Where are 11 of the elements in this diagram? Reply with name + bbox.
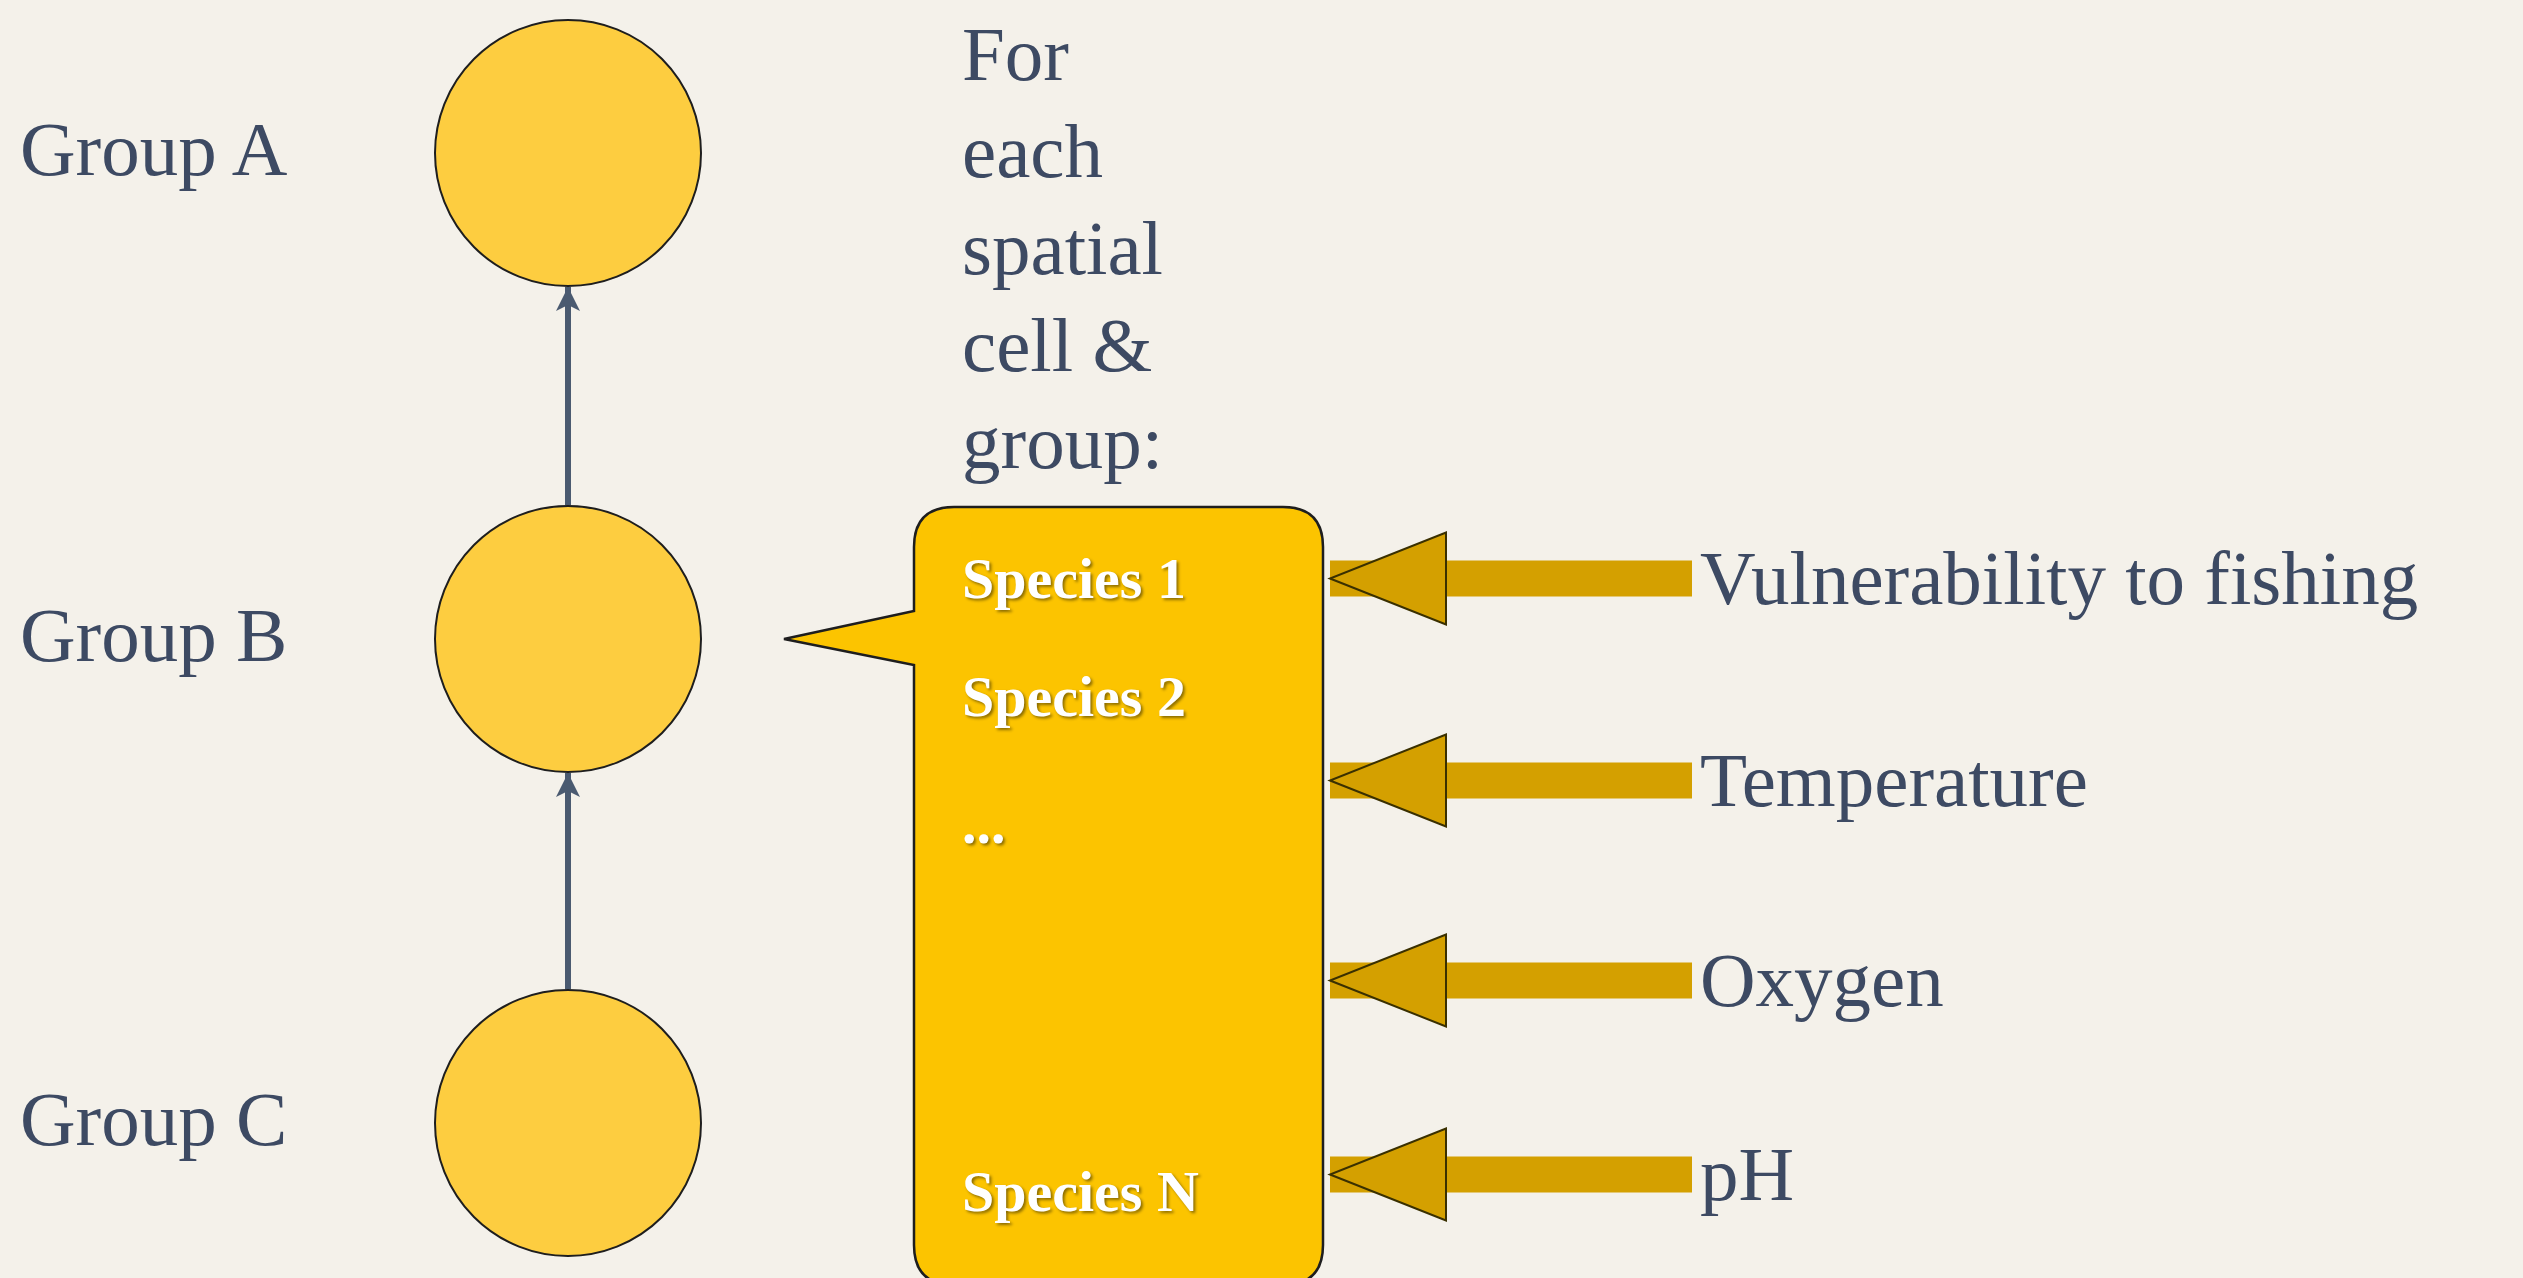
species-label: Species 2	[962, 668, 1186, 726]
block-arrow	[1329, 733, 1692, 828]
block-arrow	[1329, 531, 1692, 626]
species-label: Species 1	[962, 550, 1186, 608]
arrow	[556, 287, 580, 505]
heading-text: For each spatial cell & group:	[962, 10, 1165, 487]
arrow	[556, 773, 580, 989]
block-arrow	[1329, 1127, 1692, 1222]
species-label: ...	[962, 795, 1006, 853]
species-label: Species N	[962, 1163, 1199, 1221]
block-arrow	[1329, 933, 1692, 1028]
